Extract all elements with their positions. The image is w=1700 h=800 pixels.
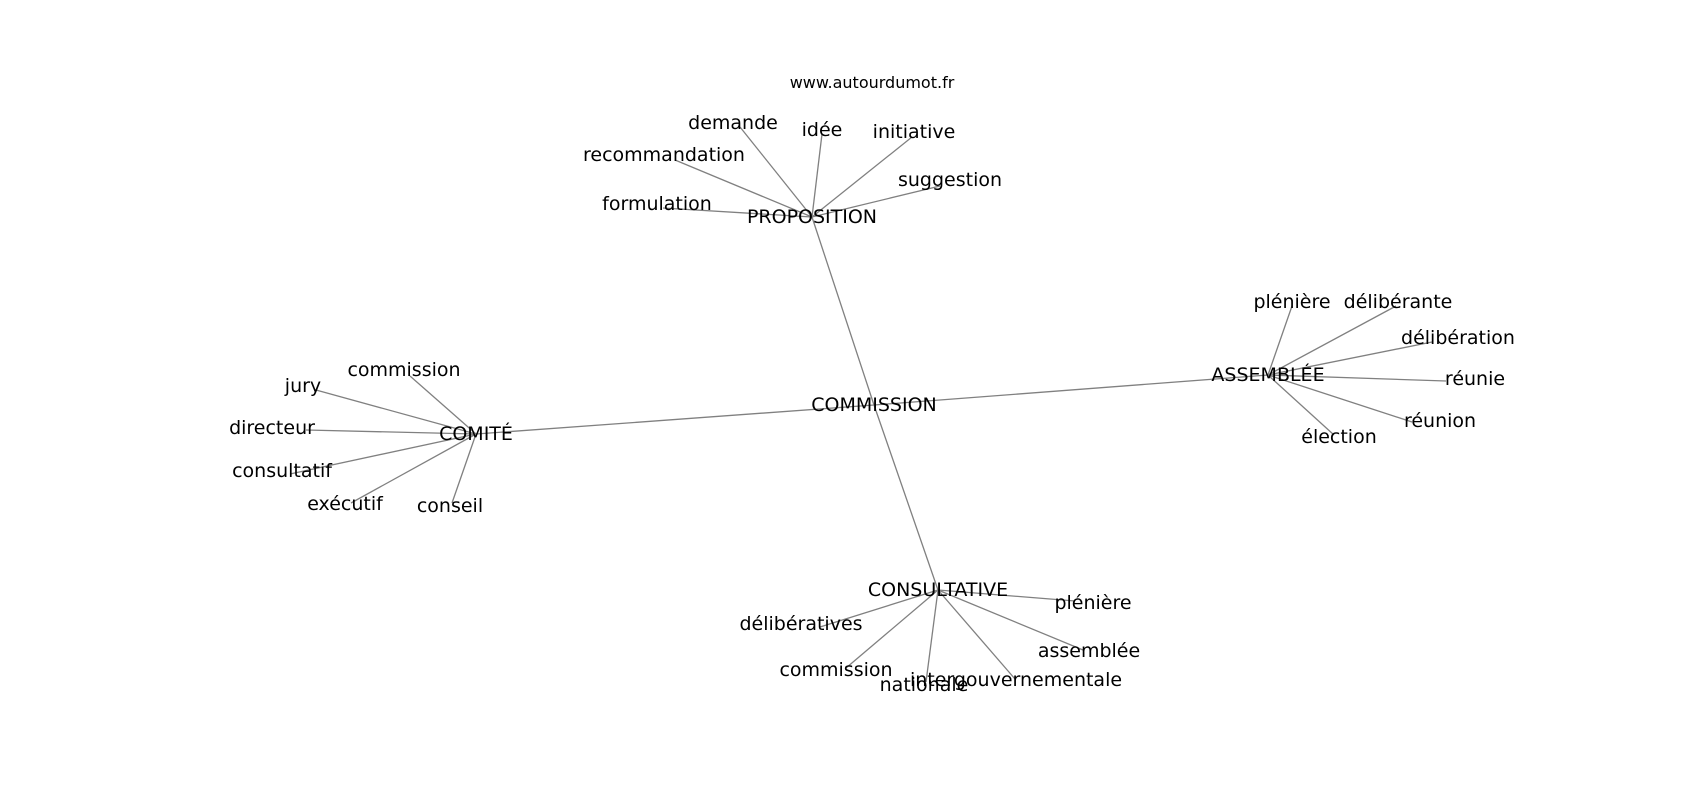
- edge-hub-leaf: [937, 589, 1076, 602]
- edge-hub-leaf: [1267, 305, 1397, 376]
- edge-hub-leaf: [811, 185, 941, 218]
- edge-hub-leaf: [1267, 374, 1447, 382]
- hub-word: ASSEMBLÉE: [1211, 363, 1324, 386]
- leaf-word: commission: [347, 359, 460, 381]
- leaf-word: suggestion: [898, 169, 1002, 191]
- hub-word: CONSULTATIVE: [868, 579, 1008, 601]
- watermark: www.autourdumot.fr: [790, 73, 955, 92]
- leaf-word: demande: [688, 112, 778, 134]
- edge-hub-leaf: [1267, 305, 1293, 376]
- leaf-word: réunie: [1445, 368, 1505, 390]
- leaf-word: initiative: [873, 121, 956, 143]
- leaf-word: directeur: [229, 417, 315, 439]
- edge-hub-leaf: [315, 389, 477, 435]
- edge-hub-leaf: [819, 589, 939, 628]
- leaf-word: délibératives: [739, 613, 862, 635]
- edge-hub-leaf: [925, 589, 939, 683]
- edge-hub-leaf: [845, 589, 939, 669]
- leaf-word: assemblée: [1038, 640, 1140, 662]
- leaf-word: délibérante: [1344, 291, 1453, 313]
- center-word: COMMISSION: [811, 394, 937, 416]
- edge-hub-leaf: [305, 429, 477, 435]
- edge-hub-leaf: [662, 207, 813, 218]
- leaf-word: plénière: [1054, 592, 1131, 614]
- edge-hub-leaf: [811, 133, 823, 218]
- edge-hub-leaf: [1267, 341, 1433, 376]
- leaf-word: recommandation: [583, 144, 745, 166]
- leaf-word: nationale: [880, 674, 969, 696]
- edge-hub-leaf: [350, 433, 477, 504]
- edge-hub-leaf: [937, 589, 1016, 680]
- edge-center-hub: [811, 216, 875, 406]
- edge-hub-leaf: [1267, 374, 1413, 423]
- leaf-word: commission: [779, 659, 892, 681]
- leaf-word: intergouvernementale: [910, 669, 1122, 691]
- edge-hub-leaf: [451, 433, 477, 504]
- leaf-word: réunion: [1404, 410, 1476, 432]
- edge-hub-leaf: [409, 375, 477, 435]
- graph-edges: [289, 126, 1447, 683]
- edge-hub-leaf: [937, 589, 1084, 651]
- edge-hub-leaf: [811, 136, 913, 218]
- edge-hub-leaf: [289, 433, 477, 475]
- leaf-word: plénière: [1253, 291, 1330, 313]
- leaf-word: formulation: [602, 193, 712, 215]
- edge-hub-leaf: [739, 126, 813, 218]
- leaf-word: idée: [802, 119, 843, 141]
- hub-word: PROPOSITION: [747, 206, 877, 228]
- leaf-word: délibération: [1401, 327, 1515, 349]
- edge-center-hub: [475, 404, 875, 435]
- edge-hub-leaf: [1267, 374, 1335, 436]
- edge-center-hub: [873, 374, 1269, 406]
- graph-nodes: COMMISSION PROPOSITION demande idée initiati…: [229, 112, 1515, 696]
- leaf-word: jury: [284, 375, 321, 397]
- edge-center-hub: [873, 404, 939, 591]
- leaf-word: conseil: [417, 495, 483, 517]
- leaf-word: consultatif: [232, 460, 333, 482]
- leaf-word: élection: [1301, 426, 1377, 448]
- edge-hub-leaf: [674, 159, 813, 218]
- leaf-word: exécutif: [307, 493, 384, 515]
- hub-word: COMITÉ: [439, 422, 513, 445]
